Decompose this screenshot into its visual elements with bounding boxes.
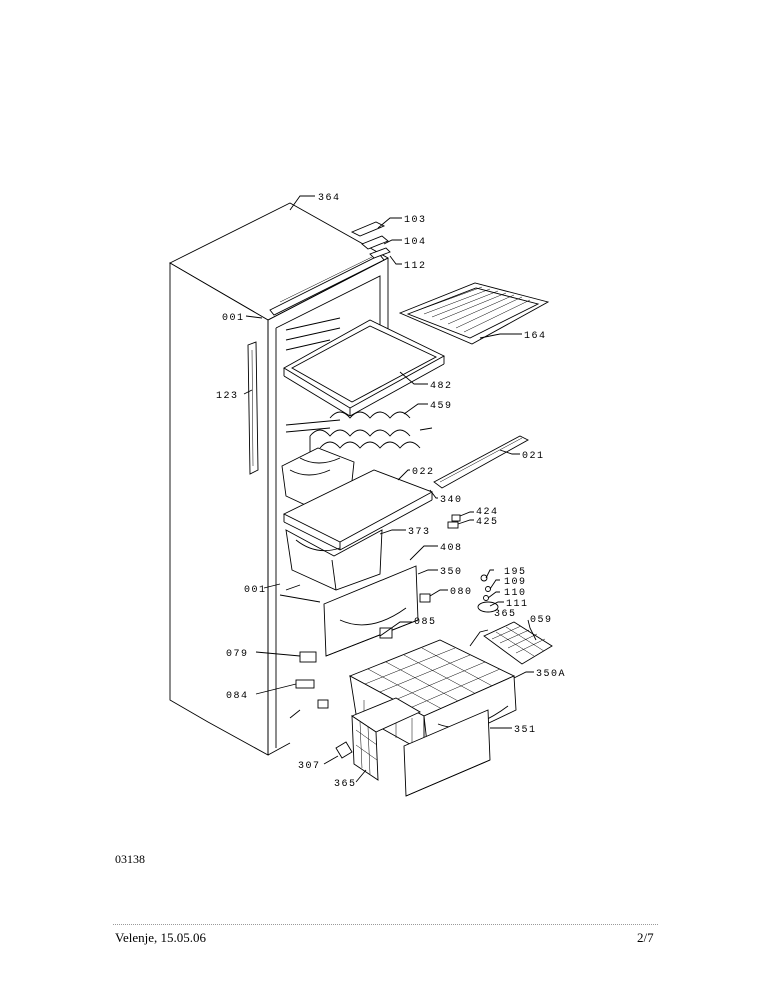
glass-shelf-482	[283, 319, 445, 417]
label-350a: 350A	[536, 669, 566, 680]
label-307: 307	[298, 761, 321, 772]
footer-page-number: 2/7	[637, 930, 654, 945]
label-340: 340	[440, 495, 463, 506]
label-059: 059	[530, 615, 553, 626]
hinges	[289, 627, 393, 719]
label-080: 080	[450, 587, 473, 598]
drawer-373	[285, 529, 383, 591]
lower-basket-365	[351, 697, 491, 797]
label-079: 079	[226, 649, 249, 660]
clips-424-425	[447, 514, 461, 529]
label-084: 084	[226, 691, 249, 702]
top-hinge-parts	[350, 221, 391, 259]
label-425: 425	[476, 517, 499, 528]
footer-location-date: Velenje, 15.05.06	[115, 930, 206, 945]
label-021: 021	[522, 451, 545, 462]
label-364: 364	[318, 193, 341, 204]
roller-307	[335, 741, 353, 759]
label-365-top: 365	[494, 609, 517, 620]
wire-shelf-164	[398, 282, 550, 345]
label-408: 408	[440, 543, 463, 554]
profile-strip-021	[433, 435, 529, 489]
label-103: 103	[404, 215, 427, 226]
leader-lines	[243, 195, 537, 783]
bottle-rack-459	[309, 411, 433, 458]
document-code: 03138	[115, 852, 145, 866]
label-351: 351	[514, 725, 537, 736]
freezer-flap-350	[323, 565, 419, 657]
label-085: 085	[414, 617, 437, 628]
label-424: 424	[476, 507, 499, 518]
label-350: 350	[440, 567, 463, 578]
label-459: 459	[430, 401, 453, 412]
label-365-bottom: 365	[334, 779, 357, 790]
part-labels: 364 103 104 112 001 164 123 482 459 021 …	[216, 193, 566, 790]
label-110: 110	[504, 588, 527, 599]
label-001-top: 001	[222, 313, 245, 324]
label-373: 373	[408, 527, 431, 538]
label-001-bottom: 001	[244, 585, 267, 596]
footer-divider	[113, 924, 658, 925]
door-handle-123	[247, 341, 259, 475]
label-112: 112	[404, 261, 427, 272]
label-111: 111	[506, 599, 529, 610]
label-022: 022	[412, 467, 435, 478]
label-104: 104	[404, 237, 427, 248]
label-195: 195	[504, 567, 527, 578]
label-123: 123	[216, 391, 239, 402]
label-164: 164	[524, 331, 547, 342]
ice-tray-059	[483, 621, 553, 665]
label-109: 109	[504, 577, 527, 588]
label-482: 482	[430, 381, 453, 392]
cabinet-body	[169, 202, 389, 756]
